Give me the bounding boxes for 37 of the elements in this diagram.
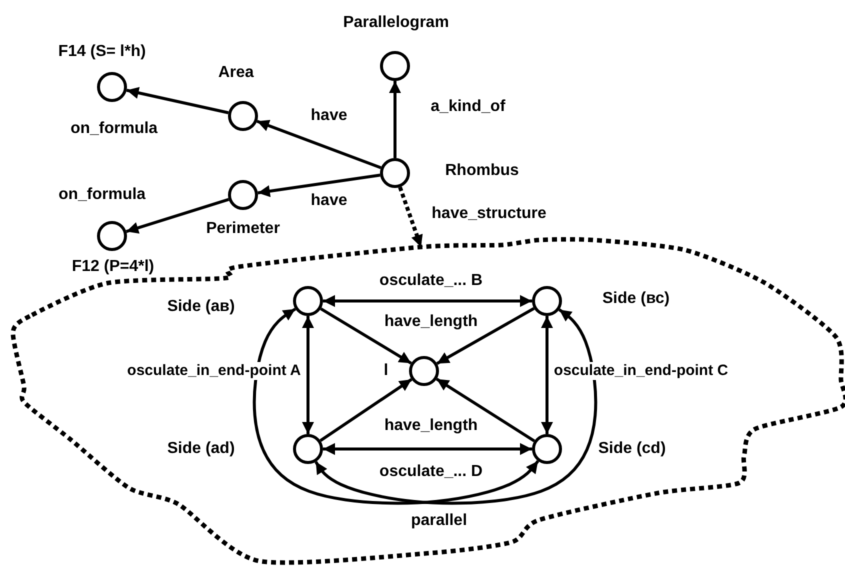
node-label: Side (ав) xyxy=(167,298,235,316)
arrow xyxy=(302,316,314,434)
arrow xyxy=(323,295,532,307)
arrow xyxy=(126,86,229,114)
node-label: Side (cd) xyxy=(598,440,666,458)
arrow xyxy=(256,120,382,170)
arrow xyxy=(389,81,401,158)
edge-label: osculate_in_end-point A xyxy=(125,362,303,380)
arrow xyxy=(314,308,598,505)
arrow xyxy=(252,308,540,505)
edge-label: osculate_in_end-point C xyxy=(552,362,730,380)
edge-label: have_length xyxy=(382,313,480,331)
node-label: Side (вс) xyxy=(602,290,670,308)
edge-label: a_kind_of xyxy=(428,98,508,116)
node-label: Parallelogram xyxy=(343,14,449,32)
arrow xyxy=(258,174,380,198)
edge-label: have_structure xyxy=(430,205,548,223)
edge-label: on_formula xyxy=(56,186,148,204)
arrow xyxy=(436,307,535,365)
node-label: Rhombus xyxy=(445,162,519,180)
arrow xyxy=(320,378,412,442)
node-label: l xyxy=(384,362,388,380)
edge-label: on_formula xyxy=(68,120,160,138)
edge-label: osculate_... D xyxy=(377,463,485,481)
node-label: Perimeter xyxy=(206,220,280,238)
edge-label: have_length xyxy=(382,417,480,435)
node-label: F12 (P=4*l) xyxy=(72,258,154,276)
arrow xyxy=(436,378,536,442)
dashed-arrow xyxy=(398,186,423,248)
node-label: F14 (S= l*h) xyxy=(58,43,146,61)
arrow xyxy=(541,316,553,434)
arrow xyxy=(323,443,532,455)
node-label: Side (ad) xyxy=(167,440,235,458)
arrow xyxy=(126,198,230,234)
edge-label: osculate_... B xyxy=(377,272,485,290)
node-label: Area xyxy=(218,64,254,82)
arrow xyxy=(320,307,412,365)
